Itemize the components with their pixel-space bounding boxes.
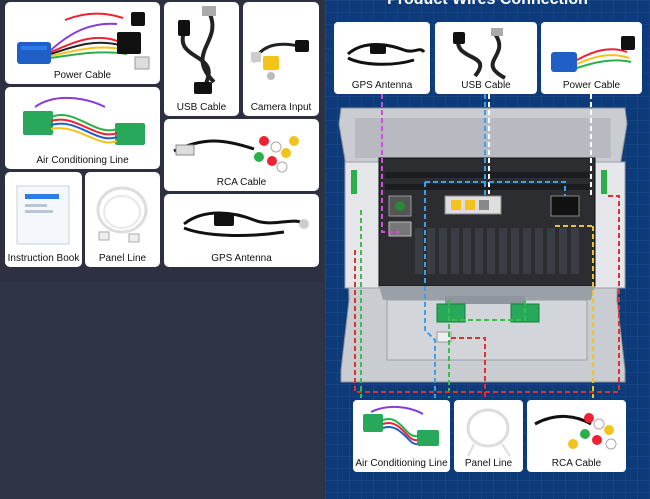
accessory-card-rca-cable: RCA Cable: [164, 119, 319, 191]
diagram-label: Power Cable: [562, 80, 621, 91]
accessory-label: Air Conditioning Line: [36, 155, 129, 166]
gps-antenna-icon: [347, 43, 426, 66]
diagram-label: RCA Cable: [551, 458, 602, 469]
accessory-label: Camera Input: [250, 102, 312, 113]
power-cable-icon: [551, 36, 635, 72]
accessory-card-instruction-book: Instruction Book: [5, 172, 82, 267]
diagram-card-rca-cable: RCA Cable: [527, 400, 626, 472]
panel-line-icon: [96, 186, 148, 243]
diagram-card-panel-line: Panel Line: [454, 400, 523, 472]
gps-antenna-icon: [183, 211, 309, 237]
accessories-panel: Power Cable USB Cable Camera Input: [0, 0, 323, 282]
diagram-card-power-cable: Power Cable: [541, 22, 642, 94]
camera-input-icon: [251, 40, 309, 80]
accessory-label: RCA Cable: [216, 177, 267, 188]
rca-cable-icon: [173, 136, 299, 173]
diagram-label: GPS Antenna: [351, 80, 413, 91]
usb-cable-icon: [453, 28, 506, 80]
accessory-label: Instruction Book: [7, 253, 80, 264]
accessory-card-gps-antenna: GPS Antenna: [164, 194, 319, 267]
head-unit-diagram: [338, 94, 628, 398]
empty-area: [0, 282, 323, 499]
power-cable-icon: [17, 12, 150, 70]
accessory-card-panel-line: Panel Line: [85, 172, 160, 267]
diagram-label: USB Cable: [461, 80, 511, 91]
diagram-card-air-conditioning-line: Air Conditioning Line: [353, 400, 450, 472]
accessory-card-air-conditioning-line: Air Conditioning Line: [5, 87, 160, 169]
diagram-title: Product Wires Connection: [325, 0, 650, 9]
accessory-card-usb-cable: USB Cable: [164, 2, 239, 116]
wiring-diagram-panel: Product Wires Connection GPS Antenna USB…: [325, 0, 650, 499]
accessory-label: USB Cable: [176, 102, 227, 113]
panel-line-icon: [466, 408, 511, 457]
accessory-label: GPS Antenna: [211, 253, 272, 264]
accessory-card-power-cable: Power Cable: [5, 2, 160, 84]
diagram-label: Air Conditioning Line: [355, 458, 448, 469]
diagram-card-gps-antenna: GPS Antenna: [334, 22, 430, 94]
accessory-label: Power Cable: [53, 70, 112, 81]
instruction-book-icon: [16, 185, 70, 245]
rca-cable-icon: [534, 413, 617, 450]
diagram-label: Panel Line: [464, 458, 513, 469]
accessory-label: Panel Line: [98, 253, 147, 264]
diagram-card-usb-cable: USB Cable: [435, 22, 537, 94]
air-conditioning-line-icon: [23, 96, 145, 145]
accessory-card-camera-input: Camera Input: [243, 2, 319, 116]
air-conditioning-line-icon: [363, 406, 439, 446]
usb-cable-icon: [178, 6, 216, 94]
